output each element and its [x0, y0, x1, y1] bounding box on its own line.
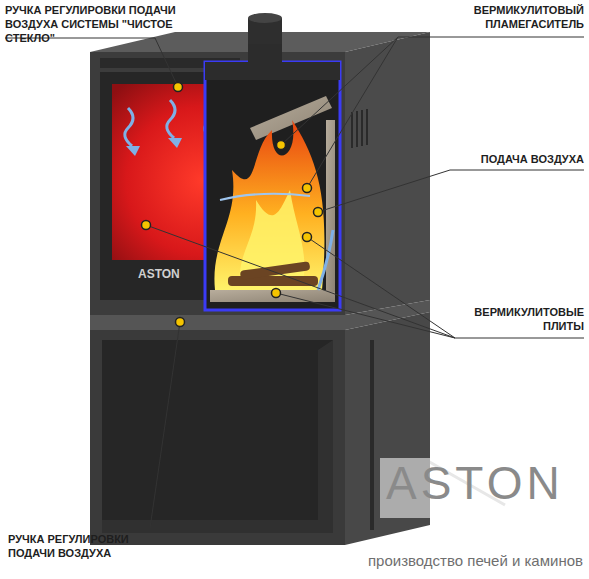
part-label: РУЧКА РЕГУЛИРОВКИ ПОДАЧИ ВОЗДУХА: [8, 533, 148, 561]
vermiculite-plate: [326, 120, 335, 292]
callout-dot: [142, 83, 323, 327]
stand-opening: [102, 340, 333, 533]
stand-opening: [102, 340, 333, 533]
door-brand: ASTON: [138, 267, 198, 282]
vermiculite-baffle: [250, 96, 332, 140]
part-label: ПОДАЧА ВОЗДУХА: [434, 153, 584, 167]
stand-edge: [370, 340, 374, 530]
logo-tagline: производство печей и каминов: [333, 552, 583, 571]
air-arrow: [318, 230, 333, 290]
part-label: РУЧКА РЕГУЛИРОВКИ ПОДАЧИ ВОЗДУХА СИСТЕМЫ…: [5, 4, 205, 45]
cutaway: [205, 62, 340, 310]
air-arrow: [220, 194, 310, 200]
logs: [228, 261, 318, 286]
vent-grille: [352, 109, 367, 148]
flame: [214, 120, 324, 290]
logo-text: ASTON: [386, 460, 584, 506]
logo-ground: [380, 458, 586, 518]
stove-body: [90, 52, 345, 315]
air-arrow: [125, 100, 213, 146]
smoke-channel: [205, 44, 340, 80]
stand: [90, 330, 345, 545]
part-label: ВЕРМИКУЛИТОВЫЕ ПЛИТЫ: [459, 306, 584, 334]
chimney-pipe: [248, 13, 282, 23]
part-label: ВЕРМИКУЛИТОВЫЙ ПЛАМЕГАСИТЕЛЬ: [424, 4, 584, 32]
leader-line: [5, 37, 584, 528]
